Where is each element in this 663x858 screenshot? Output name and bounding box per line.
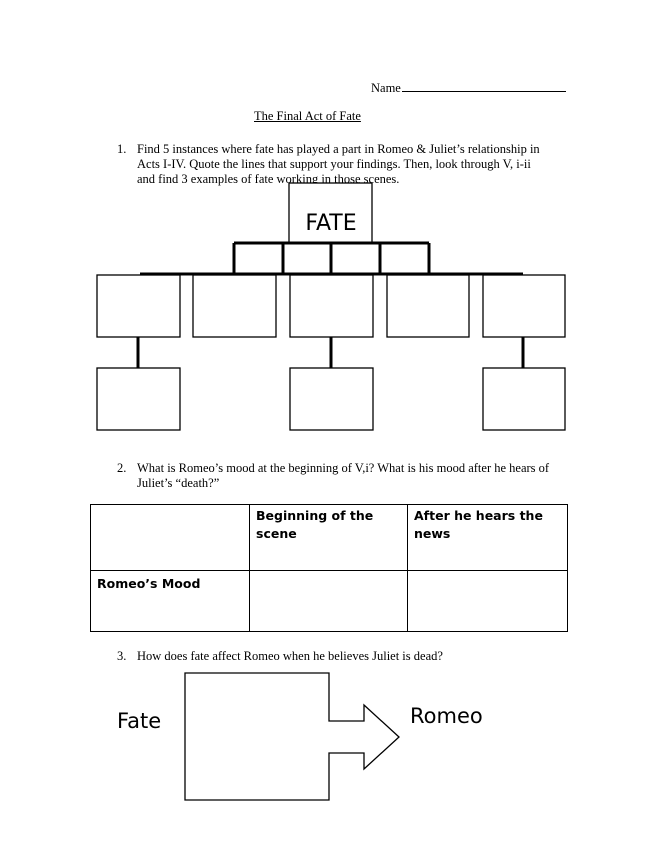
- question-2-line-1: What is Romeo’s mood at the beginning of…: [137, 461, 550, 475]
- question-3-line-1: How does fate affect Romeo when he belie…: [137, 649, 443, 663]
- mood-table: Beginning of the scene After he hears th…: [90, 504, 568, 632]
- table-corner-cell: [90, 504, 250, 571]
- fate-instance-box-4: [386, 274, 470, 338]
- header-beginning-line-1: Beginning of the: [256, 508, 374, 523]
- fate-root-box: [288, 182, 373, 244]
- question-1-line-1: Find 5 instances where fate has played a…: [137, 142, 540, 156]
- question-2-line-2: Juliet’s “death?”: [137, 476, 220, 490]
- name-line: Name: [371, 78, 566, 96]
- worksheet-title: The Final Act of Fate: [254, 109, 361, 123]
- name-blank-field[interactable]: [401, 78, 566, 92]
- fate-instance-box-1: [96, 274, 181, 338]
- answer-cell-after[interactable]: [407, 570, 568, 632]
- question-3-number: 3.: [117, 649, 127, 663]
- arrow-right-label: Romeo: [410, 704, 483, 728]
- question-1-number: 1.: [117, 142, 127, 156]
- fate-act5-box-2: [289, 367, 374, 431]
- answer-cell-beginning[interactable]: [249, 570, 408, 632]
- arrow-shape: [184, 672, 400, 801]
- row-label-romeos-mood: Romeo’s Mood: [90, 570, 250, 632]
- header-after-news: After he hears the news: [407, 504, 568, 571]
- header-after-line-1: After he hears the: [414, 508, 543, 523]
- question-1-line-2: Acts I-IV. Quote the lines that support …: [137, 157, 531, 171]
- table-row: Romeo’s Mood: [90, 570, 568, 632]
- fate-instance-box-5: [482, 274, 566, 338]
- fate-instance-box-3: [289, 274, 374, 338]
- table-header-row: Beginning of the scene After he hears th…: [90, 504, 568, 571]
- fate-act5-box-1: [96, 367, 181, 431]
- header-beginning-of-scene: Beginning of the scene: [249, 504, 408, 571]
- fate-root-label: FATE: [305, 211, 357, 236]
- fate-act5-box-3: [482, 367, 566, 431]
- header-after-line-2: news: [414, 526, 451, 541]
- fate-instance-box-2: [192, 274, 277, 338]
- header-beginning-line-2: scene: [256, 526, 297, 541]
- name-label: Name: [371, 81, 401, 95]
- question-2-number: 2.: [117, 461, 127, 475]
- arrow-left-label: Fate: [117, 709, 162, 733]
